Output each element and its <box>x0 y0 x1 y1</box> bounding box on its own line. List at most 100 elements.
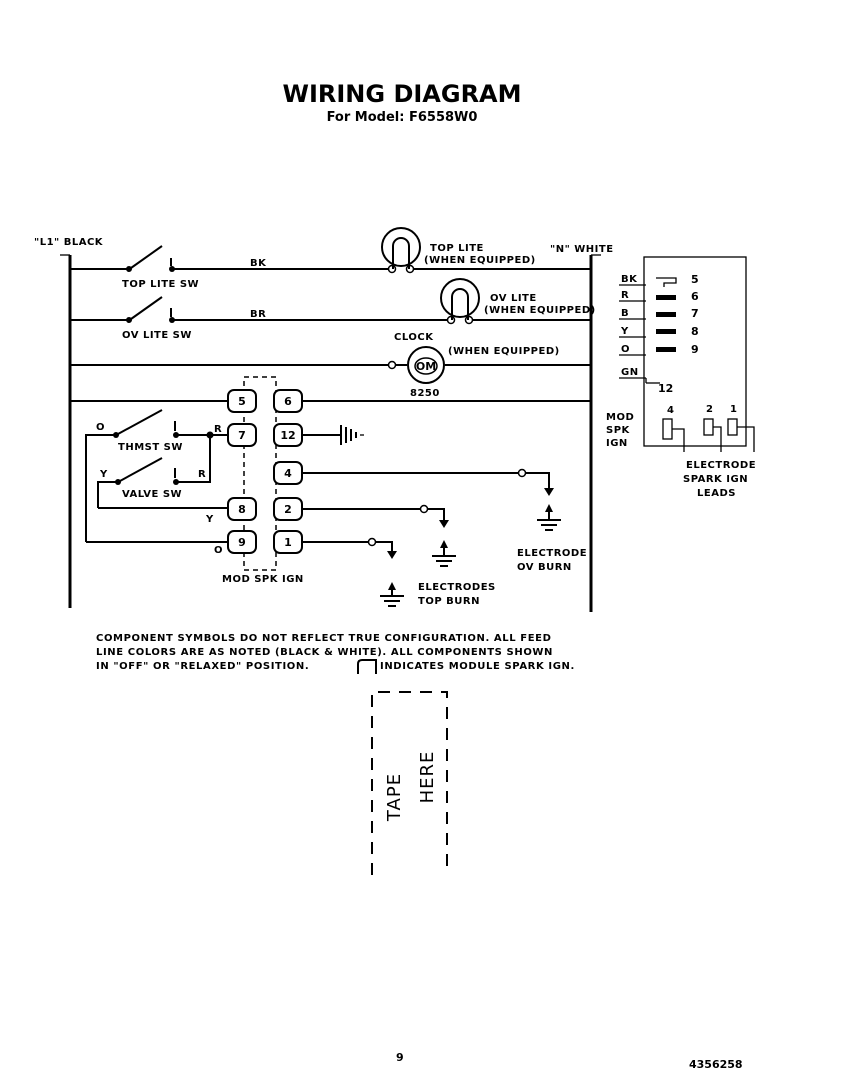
leads-label-3: LEADS <box>697 488 736 499</box>
module-pin-1: 1 <box>273 530 303 554</box>
svg-text:4: 4 <box>284 467 292 480</box>
module-pin-4: 4 <box>273 461 303 485</box>
module-pin-8: 8 <box>227 497 257 521</box>
wire-color-bk: BK <box>250 258 267 269</box>
svg-text:B: B <box>621 308 629 319</box>
chassis-ground-icon <box>302 425 364 445</box>
tape-here-area <box>371 691 448 875</box>
svg-text:8: 8 <box>691 325 699 338</box>
model-subtitle: For Model: F6558W0 <box>327 110 478 125</box>
thmst-switch-label: THMST SW <box>118 442 183 453</box>
ov-burn-ground-icon <box>537 504 561 531</box>
svg-text:1: 1 <box>284 536 292 549</box>
spark-lead-1: 1 <box>727 404 755 452</box>
top-electrodes-sub: TOP BURN <box>418 596 480 607</box>
wire-color-o-thmst: O <box>96 422 105 433</box>
ignition-connector-block <box>643 256 747 447</box>
wire-color-y-pin8: Y <box>205 514 214 525</box>
page-number: 9 <box>396 1051 404 1064</box>
note-line-2: LINE COLORS ARE AS NOTED (BLACK & WHITE)… <box>96 647 553 658</box>
svg-text:8: 8 <box>238 503 246 516</box>
connector-row-r: R 6 <box>619 290 699 303</box>
module-pin-12: 12 <box>273 423 303 447</box>
thmst-switch-circuit <box>85 409 228 542</box>
part-number: 4356258 <box>689 1058 743 1071</box>
svg-text:GN: GN <box>621 367 639 378</box>
svg-text:12: 12 <box>280 429 295 442</box>
svg-text:1: 1 <box>730 404 737 415</box>
connector-row-o: O 9 <box>619 343 699 356</box>
tape-word: TAPE <box>384 773 405 822</box>
svg-text:6: 6 <box>691 290 699 303</box>
svg-text:9: 9 <box>691 343 699 356</box>
l1-rail-label: "L1" BLACK <box>34 237 104 248</box>
module-pin-6: 6 <box>273 389 303 413</box>
svg-text:5: 5 <box>238 395 246 408</box>
svg-text:12: 12 <box>658 382 673 395</box>
svg-text:2: 2 <box>284 503 292 516</box>
top-lite-note: (WHEN EQUIPPED) <box>424 255 536 266</box>
valve-switch-circuit <box>97 435 211 508</box>
pin-1-electrode-wire <box>302 537 397 559</box>
connector-side-label-3: IGN <box>606 438 628 449</box>
ov-lite-switch-label: OV LITE SW <box>122 330 192 341</box>
pin-4-electrode-wire <box>302 468 554 496</box>
top-burn-ground-icon-2 <box>380 582 404 607</box>
leads-label-2: SPARK IGN <box>683 474 748 485</box>
ov-electrode-sub: OV BURN <box>517 562 572 573</box>
ov-electrode-label: ELECTRODE <box>517 548 587 559</box>
svg-text:7: 7 <box>691 307 699 320</box>
top-lite-bulb-icon <box>381 227 421 269</box>
ov-lite-note: (WHEN EQUIPPED) <box>484 305 596 316</box>
here-word: HERE <box>417 751 438 804</box>
wire-color-o-pin9: O <box>214 545 223 556</box>
page-title: WIRING DIAGRAM <box>282 80 521 108</box>
svg-text:6: 6 <box>284 395 292 408</box>
spark-lead-2: 2 <box>703 404 722 452</box>
svg-text:2: 2 <box>706 404 713 415</box>
module-pin-7: 7 <box>227 423 257 447</box>
svg-text:R: R <box>621 290 629 301</box>
wire-color-r-valve: R <box>198 469 206 480</box>
wire-color-br: BR <box>250 309 266 320</box>
connector-row-y: Y 8 <box>619 325 699 338</box>
clock-motor-icon <box>407 346 445 384</box>
svg-text:O: O <box>621 344 630 355</box>
note-line-3-indicator: INDICATES MODULE SPARK IGN. <box>380 661 575 672</box>
ov-lite-bulb-icon <box>440 278 480 320</box>
clock-label: CLOCK <box>394 332 434 343</box>
svg-text:4: 4 <box>667 405 674 416</box>
svg-text:Y: Y <box>620 326 629 337</box>
note-line-3: IN "OFF" OR "RELAXED" POSITION. <box>96 661 309 672</box>
wire-color-y-valve: Y <box>99 469 108 480</box>
module-label: MOD SPK IGN <box>222 574 304 585</box>
module-pin-9: 9 <box>227 530 257 554</box>
valve-switch-label: VALVE SW <box>122 489 182 500</box>
wire-color-r-thmst: R <box>214 424 222 435</box>
svg-text:5: 5 <box>691 273 699 286</box>
svg-text:9: 9 <box>238 536 246 549</box>
clock-circuit <box>70 360 591 370</box>
leads-label-1: ELECTRODE <box>686 460 756 471</box>
clock-part: 8250 <box>410 388 440 399</box>
ov-lite-label: OV LITE <box>490 293 537 304</box>
svg-text:BK: BK <box>621 274 638 285</box>
top-electrodes-label: ELECTRODES <box>418 582 496 593</box>
spark-lead-4: 4 <box>662 405 685 452</box>
top-burn-ground-icon-1 <box>432 540 456 567</box>
clock-symbol: OM <box>416 360 436 373</box>
connector-side-label-2: SPK <box>606 425 631 436</box>
pin-2-electrode-wire <box>302 504 449 528</box>
connector-row-gn: GN 12 <box>619 367 673 395</box>
note-line-1: COMPONENT SYMBOLS DO NOT REFLECT TRUE CO… <box>96 633 552 644</box>
module-pin-5: 5 <box>227 389 257 413</box>
connector-row-b: B 7 <box>619 307 699 320</box>
connector-row-bk: BK 5 <box>619 273 699 287</box>
clock-note: (WHEN EQUIPPED) <box>448 346 560 357</box>
connector-side-label-1: MOD <box>606 412 634 423</box>
top-lite-switch-label: TOP LITE SW <box>122 279 199 290</box>
top-lite-label: TOP LITE <box>430 243 484 254</box>
module-pin-2: 2 <box>273 497 303 521</box>
module-indicator-icon <box>357 659 377 674</box>
